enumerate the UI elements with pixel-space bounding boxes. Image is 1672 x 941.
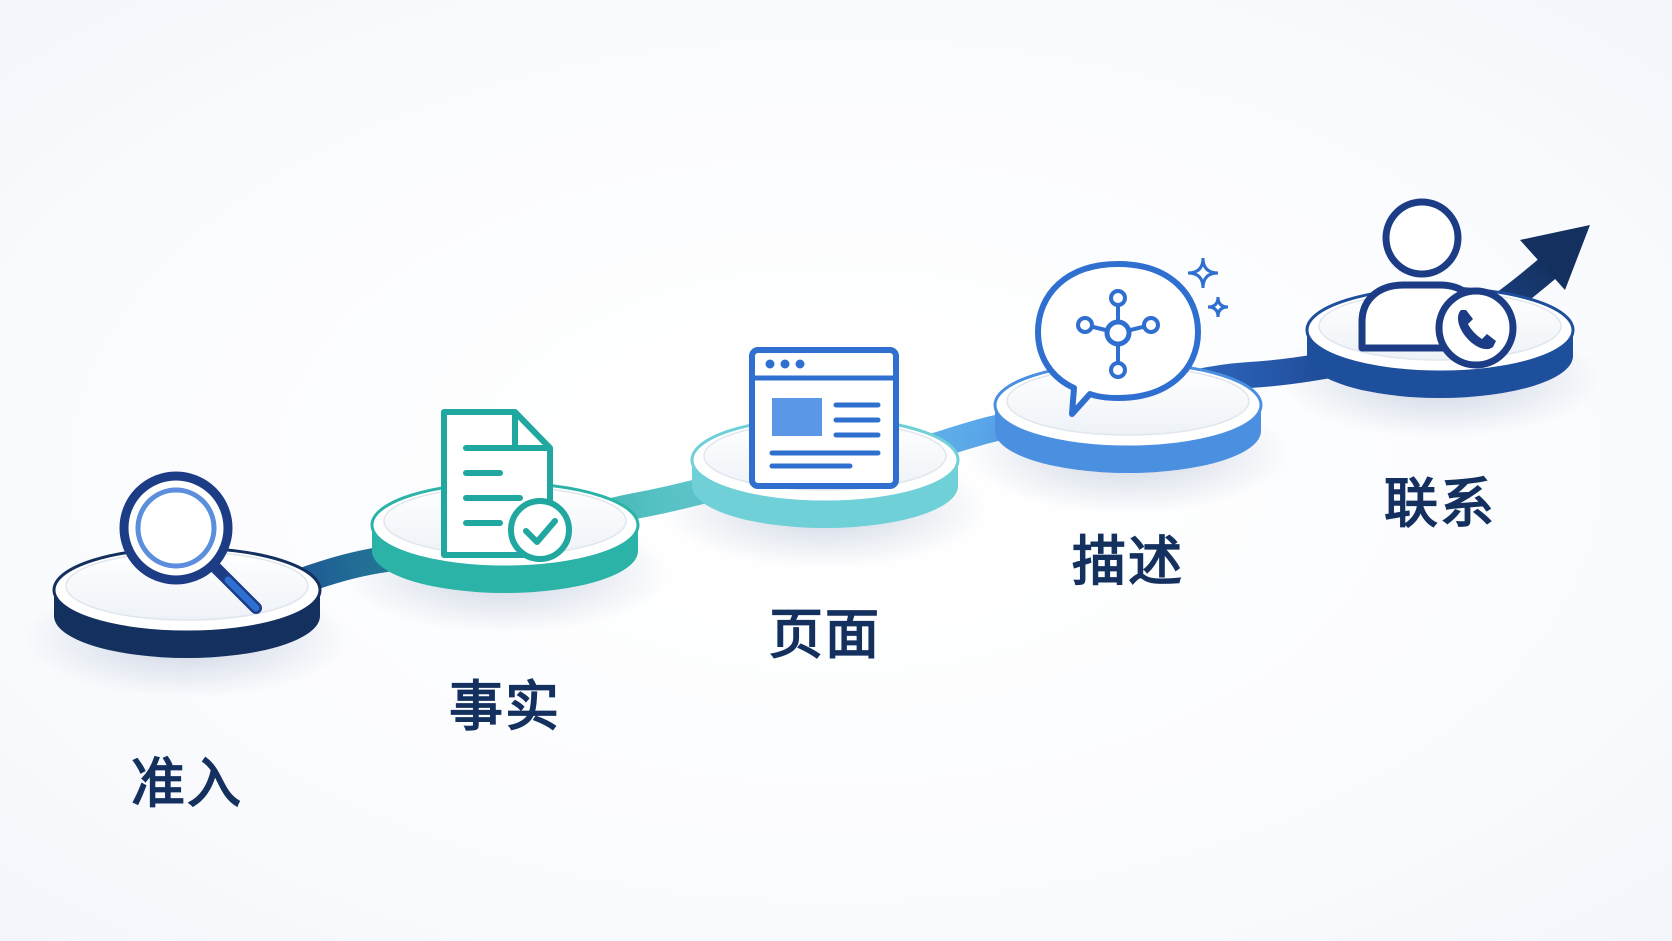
step-label-3: 页面 — [769, 603, 881, 666]
chat-network-icon — [1035, 257, 1229, 417]
contact-phone-icon — [1358, 198, 1517, 369]
phone-icon — [1458, 310, 1496, 350]
step-icons — [119, 198, 1517, 614]
magnifier-icon — [119, 471, 262, 614]
document-check-icon — [441, 409, 572, 562]
step-label-5: 联系 — [1384, 472, 1496, 535]
step-label-1: 准入 — [131, 752, 243, 815]
webpage-icon — [749, 347, 899, 489]
sparkle-icon — [1207, 296, 1229, 318]
growth-arrow-head — [1520, 225, 1590, 290]
sparkle-icon — [1187, 257, 1219, 289]
step-label-4: 描述 — [1072, 530, 1184, 593]
step-platforms — [24, 198, 1603, 698]
step-label-2: 事实 — [449, 675, 561, 738]
